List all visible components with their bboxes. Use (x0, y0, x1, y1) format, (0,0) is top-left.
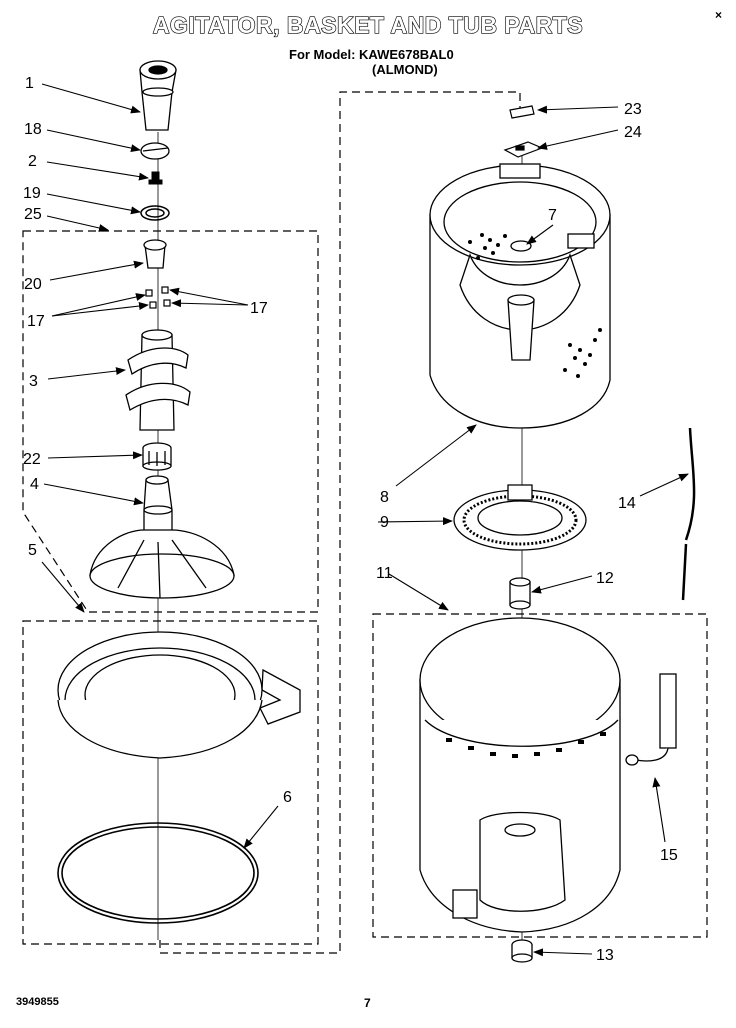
callout-20: 20 (24, 276, 42, 293)
agitator-base-part (89, 475, 235, 599)
callout-15: 15 (660, 847, 678, 864)
callout-17-left: 17 (27, 313, 45, 330)
hose-part (681, 427, 696, 601)
callout-2: 2 (28, 153, 37, 170)
callout-25: 25 (24, 206, 42, 223)
document-number: 3949855 (16, 996, 59, 1008)
hub-part (509, 577, 531, 610)
leader-lines (41, 83, 689, 957)
model-line: For Model: KAWE678BAL0 (289, 47, 454, 62)
callout-3: 3 (29, 373, 38, 390)
agitator-auger-part (125, 329, 191, 431)
callout-19: 19 (23, 185, 41, 202)
callout-24: 24 (624, 124, 642, 141)
tub-ring-part (57, 631, 301, 759)
close-icon[interactable]: × (714, 8, 722, 22)
callout-13: 13 (596, 947, 614, 964)
group-box-agitator (22, 230, 319, 613)
spanner-part (503, 141, 544, 158)
assembly-link-line (159, 91, 521, 954)
dog-cam-part (143, 239, 167, 269)
callout-4: 4 (30, 476, 39, 493)
washer-part (140, 205, 170, 221)
wash-cap-part (509, 105, 535, 119)
water-inlet-part (625, 673, 677, 766)
drive-pulley-part (453, 484, 587, 551)
basket-part (429, 163, 611, 429)
callout-14: 14 (618, 495, 636, 512)
callout-7: 7 (548, 207, 557, 224)
callout-1: 1 (25, 75, 34, 92)
color-line: (ALMOND) (372, 62, 438, 77)
callout-22: 22 (23, 451, 41, 468)
callout-12: 12 (596, 570, 614, 587)
callout-8: 8 (380, 489, 389, 506)
outer-tub-part (419, 617, 621, 933)
callout-11: 11 (376, 565, 393, 582)
seal-ring-part (57, 822, 259, 924)
callout-18: 18 (24, 121, 42, 138)
tub-slots (446, 732, 606, 758)
basket-holes (468, 233, 602, 378)
group-box-seal (22, 620, 319, 945)
agitator-cap-part (139, 60, 177, 131)
nut-part (511, 939, 533, 963)
agitator-dog-parts (145, 286, 171, 309)
callout-9: 9 (380, 514, 389, 531)
callout-5: 5 (28, 542, 37, 559)
page-title: AGITATOR, BASKET AND TUB PARTS (152, 11, 584, 38)
page-number: 7 (364, 996, 371, 1010)
group-box-tub (372, 613, 708, 938)
callout-6: 6 (283, 789, 292, 806)
bolt-part (148, 171, 163, 185)
ratchet-part (142, 442, 172, 471)
callout-17-right: 17 (250, 300, 268, 317)
cam-part (140, 142, 170, 160)
callout-23: 23 (624, 101, 642, 118)
